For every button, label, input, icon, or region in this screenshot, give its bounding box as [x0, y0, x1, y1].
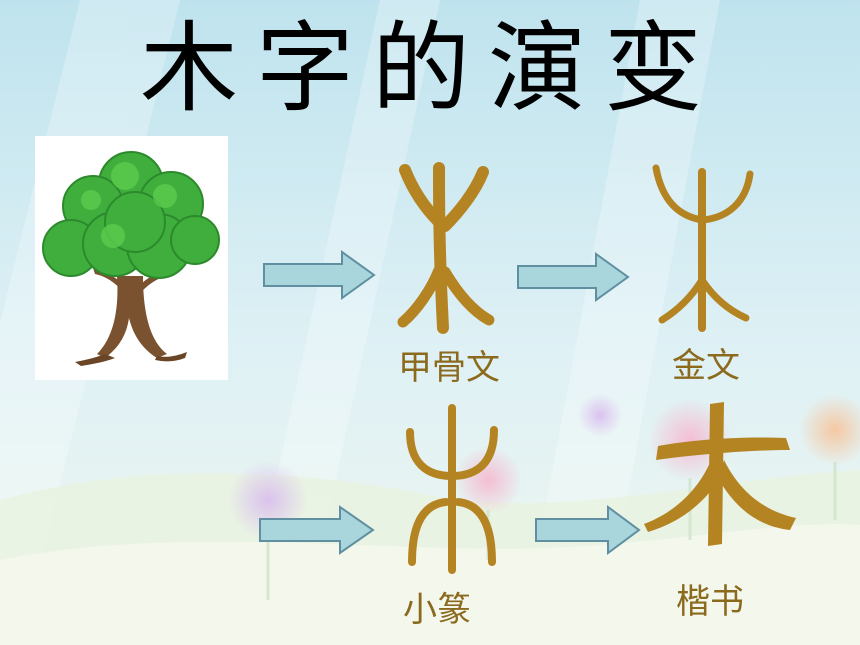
label-small-seal-script: 小篆: [403, 590, 471, 630]
label-regular-script: 楷书: [676, 582, 744, 622]
arrow-right-icon: [535, 505, 641, 555]
arrow-right-icon: [263, 250, 376, 300]
slide-title: 木字的演变: [139, 12, 720, 126]
label-bronze-script: 金文: [672, 346, 740, 386]
tree-image-frame: [35, 136, 228, 380]
label-oracle-bone-script: 甲骨文: [398, 348, 500, 388]
regular-script-glyph: [644, 402, 796, 546]
arrow-right-icon: [517, 252, 630, 302]
arrow-right-icon: [259, 505, 375, 555]
tree-image: [42, 151, 220, 366]
small-seal-glyph: [406, 404, 498, 574]
bronze-glyph: [652, 164, 754, 332]
oracle-bone-glyph: [397, 162, 495, 334]
